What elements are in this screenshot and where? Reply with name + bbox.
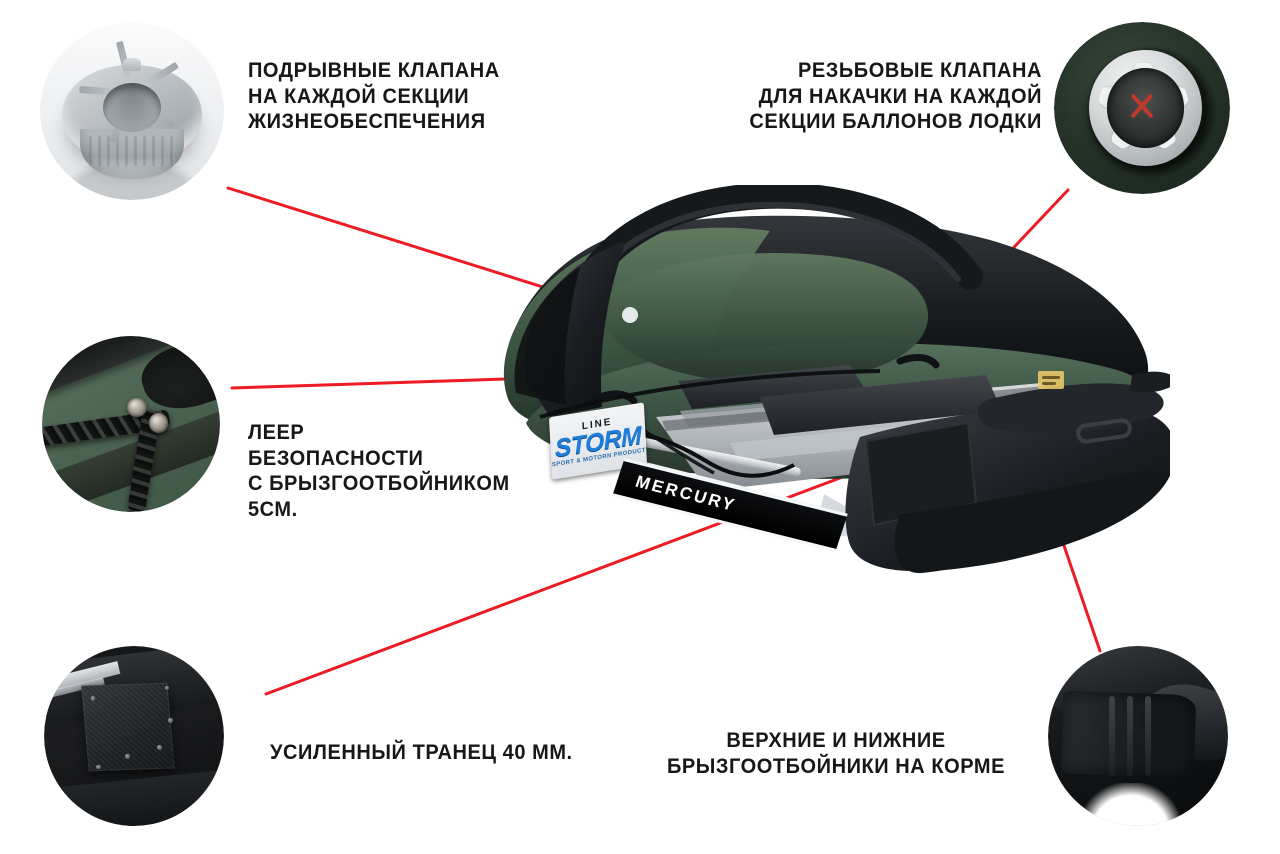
boat-bow-reflector <box>622 307 638 323</box>
callout-reinforced-transom: УСИЛЕННЫЙ ТРАНЕЦ 40 ММ. <box>270 740 573 764</box>
safety-rope-body <box>42 336 220 512</box>
transom-bolt <box>96 764 101 770</box>
callout-safety-rope: ЛЕЕР БЕЗОПАСНОСТИ С БРЫЗГООТБОЙНИКОМ 5СМ… <box>248 420 510 521</box>
transom-bolt <box>164 685 170 691</box>
transom-body <box>44 646 224 826</box>
relief-valve-body <box>40 22 224 200</box>
boat-splash-fin-tip <box>1130 371 1178 393</box>
threaded-valve-photo <box>1054 22 1230 194</box>
callout-stern-splash-guards: ВЕРХНИЕ И НИЖНИЕ БРЫЗГООТБОЙНИКИ НА КОРМ… <box>666 728 1006 778</box>
boat-svg <box>503 182 1178 574</box>
boat-stern-handle <box>1076 418 1132 444</box>
boat-side-handle-1 <box>896 354 940 369</box>
transom-floor <box>44 767 224 826</box>
transom-photo <box>44 646 224 826</box>
valve-cross-icon <box>1128 93 1156 121</box>
threaded-valve-body <box>1054 22 1230 194</box>
boat-nose-cap <box>514 267 580 405</box>
boat-illustration: LINE STORM SPORT & MOTORN PRODUCT MERCUR… <box>430 182 1178 655</box>
transom-bolt <box>157 745 163 750</box>
boat-inner-bladder <box>598 253 929 384</box>
boat-lower-splash-guard <box>894 470 1161 574</box>
connector-line-transom <box>264 453 903 696</box>
boat-oar-secondary <box>594 429 801 477</box>
splash-fold <box>1127 696 1133 776</box>
boat-spec-plate-text <box>1042 376 1060 379</box>
transom-bolt <box>90 696 96 702</box>
valve-nub <box>122 58 142 71</box>
splash-highlight <box>1080 782 1182 826</box>
callout-threaded-valves: РЕЗЬБОВЫЕ КЛАПАНА ДЛЯ НАКАЧКИ НА КАЖДОЙ … <box>749 58 1042 133</box>
rope-grommet <box>127 397 148 417</box>
relief-valve-photo <box>40 22 224 200</box>
transom-bolt <box>168 718 173 723</box>
splash-guard-photo <box>1048 646 1228 826</box>
valve-skirt <box>80 128 184 179</box>
boat-spec-plate-text2 <box>1042 382 1056 385</box>
boat-seat-rear <box>760 375 1002 435</box>
callout-relief-valves: ПОДРЫВНЫЕ КЛАПАНА НА КАЖДОЙ СЕКЦИИ ЖИЗНЕ… <box>248 58 500 133</box>
splash-fold <box>1109 696 1115 776</box>
boat-safety-rope <box>539 369 881 419</box>
splash-fold <box>1145 696 1151 776</box>
boat-side-handle-2 <box>592 390 638 405</box>
safety-rope-photo <box>42 336 220 512</box>
boat-spec-plate <box>1038 371 1064 389</box>
boat-seat-front <box>678 365 866 409</box>
valve-center-hole <box>102 82 162 133</box>
splash-guard-body <box>1048 646 1228 826</box>
transom-bolt <box>125 754 130 759</box>
rope-grommet <box>148 413 169 433</box>
